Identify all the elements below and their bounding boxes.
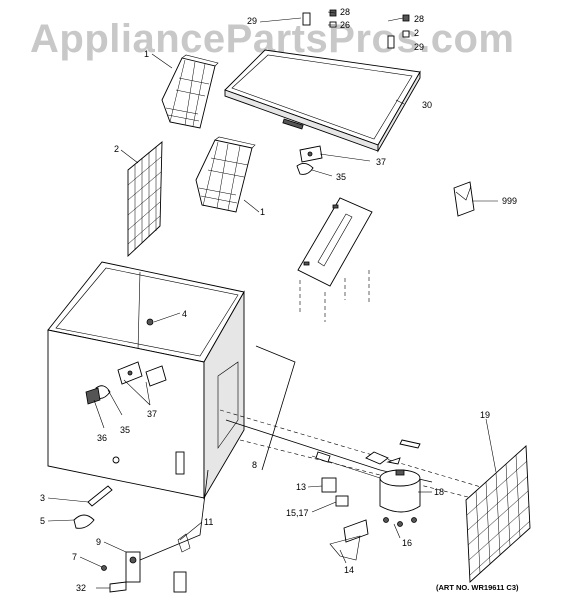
callout-36: 36 [97,433,107,443]
relay-overload [321,477,349,507]
control-bracket [297,197,373,322]
callout-35b: 35 [120,425,130,435]
lid-hinge-hardware [302,9,410,49]
callout-2: 2 [114,144,119,154]
callout-32: 32 [76,583,86,593]
thermostat-knob [85,387,101,405]
callout-7: 7 [72,552,77,562]
freezer-cabinet [47,261,245,500]
callout-28b: 28 [414,14,424,24]
callout-35a: 35 [336,172,346,182]
callout-5: 5 [40,516,45,526]
callout-18: 18 [434,487,444,497]
callout-999: 999 [502,196,517,206]
storage-basket-upper [161,54,219,129]
compressor-grommets [365,439,421,465]
freezer-lid [224,49,421,153]
callout-8: 8 [252,460,257,470]
callout-29a: 29 [247,16,257,26]
callout-28a: 28 [340,7,350,17]
refrigerant-lines [219,345,526,511]
callout-9: 9 [96,537,101,547]
storage-basket-lower [195,136,256,213]
callout-16: 16 [402,538,412,548]
callout-14: 14 [344,565,354,575]
callout-4: 4 [182,309,187,319]
callout-29b: 29 [414,42,424,52]
callout-1b: 1 [260,207,265,217]
callout-2x: 2 [414,28,419,38]
drain-assembly [73,456,209,593]
lid-hinge-upper [296,145,323,175]
callout-30: 30 [422,100,432,110]
capacitor-bracket [329,519,369,561]
callout-15-17: 15,17 [286,508,309,518]
compressor [379,469,421,527]
right-grille [465,445,531,583]
art-number: (ART NO. WR19611 C3) [436,583,519,592]
callout-37a: 37 [376,157,386,167]
callout-labels: 1 2 1 29 28 26 28 2 29 30 37 35 999 4 37… [40,7,517,593]
callout-11: 11 [204,517,213,527]
callout-37b: 37 [147,409,157,419]
callout-3: 3 [40,493,45,503]
left-grille [127,141,163,258]
leader-lines [47,11,498,589]
lid-hinge-lower [95,361,167,399]
callout-26: 26 [340,20,350,30]
instruction-packet [453,181,475,217]
callout-19: 19 [480,410,490,420]
callout-1a: 1 [144,49,149,59]
callout-13: 13 [296,482,306,492]
